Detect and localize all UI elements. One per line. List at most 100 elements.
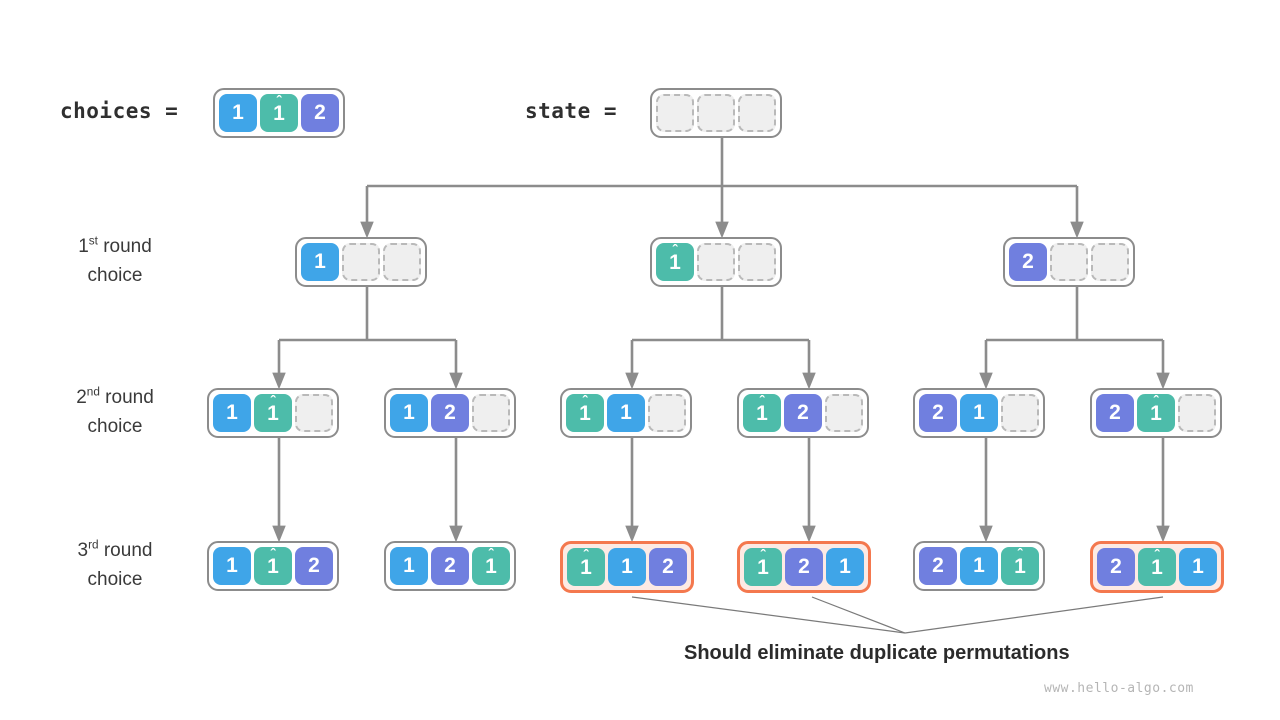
state-label: state = [525, 99, 618, 123]
round-label-2-line2: choice [87, 415, 143, 437]
circumflex-icon: ˆ [583, 546, 589, 564]
cell-label: 1 [580, 555, 592, 579]
circumflex-icon: ˆ [270, 392, 276, 410]
cell-empty [383, 243, 421, 281]
round-label-2: 2nd round choice [55, 384, 175, 441]
cell-label: 1 [669, 250, 681, 274]
cell-value: 2 [301, 94, 339, 132]
cell-label: 1 [403, 401, 415, 424]
cell-value: 2 [431, 394, 469, 432]
cell-value: 1 [960, 547, 998, 585]
cell-empty [656, 94, 694, 132]
choices-label: choices = [60, 99, 179, 123]
cell-empty [1050, 243, 1088, 281]
cell-empty [738, 243, 776, 281]
cell-label: 2 [314, 101, 326, 124]
cell-value: 1 [301, 243, 339, 281]
circumflex-icon: ˆ [760, 546, 766, 564]
cell-value: 2 [649, 548, 687, 586]
cell-label: 1 [314, 250, 326, 273]
circumflex-icon: ˆ [276, 92, 282, 110]
cell-label: 2 [662, 555, 674, 578]
cell-label: 2 [444, 401, 456, 424]
circumflex-icon: ˆ [1154, 546, 1160, 564]
cell-value: 1 [1179, 548, 1217, 586]
cell-label: 1 [1192, 555, 1204, 578]
cell-label: 2 [797, 401, 809, 424]
cell-value: 1 [213, 394, 251, 432]
round-label-3-line1: 3rd round [77, 538, 153, 561]
cell-empty [342, 243, 380, 281]
cell-value: 2 [1097, 548, 1135, 586]
cell-label: 1 [757, 555, 769, 579]
cell-label: 1 [620, 401, 632, 424]
cell-label: 2 [932, 401, 944, 424]
cell-value: 1 [390, 394, 428, 432]
cell-value: 2 [919, 394, 957, 432]
cell-empty [1091, 243, 1129, 281]
round-label-1: 1st round choice [55, 233, 175, 290]
cell-value: 1 [607, 394, 645, 432]
callout-leaders [631, 596, 1164, 634]
round-label-3-line2: choice [87, 568, 143, 590]
cell-empty [697, 243, 735, 281]
cell-label: 2 [798, 555, 810, 578]
circumflex-icon: ˆ [1153, 392, 1159, 410]
cell-value: 2 [1096, 394, 1134, 432]
round-label-3: 3rd round choice [55, 537, 175, 594]
round-label-1-line2: choice [87, 264, 143, 286]
cell-label: 1 [1151, 555, 1163, 579]
cell-empty [295, 394, 333, 432]
cell-label: 1 [973, 554, 985, 577]
cell-value: 2 [784, 394, 822, 432]
cell-label: 1 [579, 401, 591, 425]
cell-label: 1 [403, 554, 415, 577]
cell-label: 1 [267, 554, 279, 578]
cell-value: 1 [608, 548, 646, 586]
cell-label: 1 [273, 101, 285, 125]
cell-value: 2 [431, 547, 469, 585]
cell-value: 1 [960, 394, 998, 432]
cell-label: 1 [226, 401, 238, 424]
cell-label: 2 [444, 554, 456, 577]
cell-label: 2 [1110, 555, 1122, 578]
circumflex-icon: ˆ [270, 545, 276, 563]
cell-label: 1 [973, 401, 985, 424]
cell-value: 2 [1009, 243, 1047, 281]
cell-empty [697, 94, 735, 132]
cell-value: 1 [213, 547, 251, 585]
state-node-r1n1: 1 [295, 237, 427, 287]
cell-label: 1 [232, 101, 244, 124]
state-node-r1n3: 2 [1003, 237, 1135, 287]
cell-label: 2 [1109, 401, 1121, 424]
cell-empty [738, 94, 776, 132]
cell-label: 1 [756, 401, 768, 425]
